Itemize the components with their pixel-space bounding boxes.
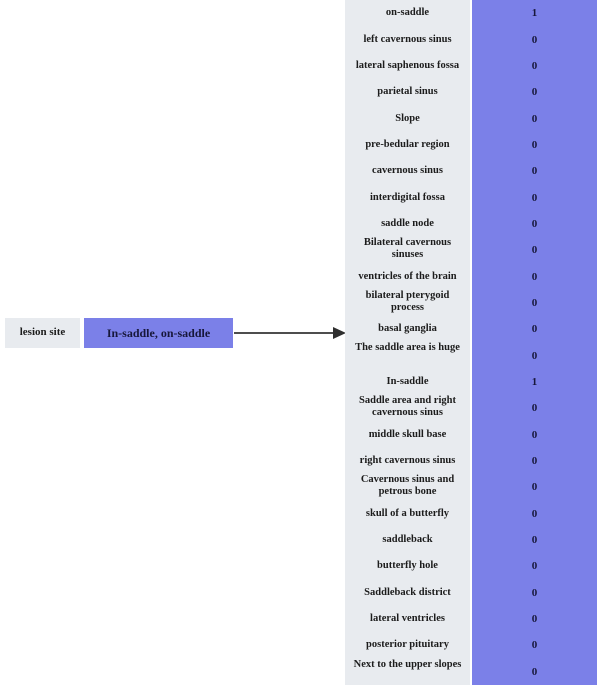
row-label: Saddle area and right cavernous sinus [345, 395, 470, 422]
row-label: Slope [345, 105, 470, 132]
row-value: 0 [472, 579, 597, 606]
row-value: 0 [472, 316, 597, 343]
row-value: 0 [472, 105, 597, 132]
row-label: lateral saphenous fossa [345, 52, 470, 80]
row-value: 0 [472, 210, 597, 238]
row-value: 0 [472, 79, 597, 106]
row-label: The saddle area is huge [345, 342, 470, 369]
row-label: saddle node [345, 210, 470, 238]
lesion-site-label: lesion site [5, 318, 80, 348]
row-value: 0 [472, 26, 597, 53]
row-label: basal ganglia [345, 316, 470, 343]
row-value: 1 [472, 368, 597, 396]
arrow-right-icon [234, 322, 346, 344]
row-label: Saddleback district [345, 579, 470, 606]
row-value: 1 [472, 0, 597, 27]
row-label: middle skull base [345, 421, 470, 448]
row-value: 0 [472, 289, 597, 317]
row-value: 0 [472, 605, 597, 633]
row-label: cavernous sinus [345, 158, 470, 185]
row-value: 0 [472, 184, 597, 211]
row-label: Next to the upper slopes [345, 658, 470, 685]
row-label: saddleback [345, 526, 470, 554]
row-label: Cavernous sinus and petrous bone [345, 474, 470, 501]
row-value: 0 [472, 52, 597, 80]
row-label: posterior pituitary [345, 632, 470, 659]
row-label: butterfly hole [345, 553, 470, 580]
row-value: 0 [472, 158, 597, 185]
row-value: 0 [472, 447, 597, 475]
row-label: left cavernous sinus [345, 26, 470, 53]
row-value: 0 [472, 658, 597, 685]
row-value: 0 [472, 237, 597, 264]
row-value: 0 [472, 131, 597, 159]
row-value: 0 [472, 553, 597, 580]
row-value: 0 [472, 263, 597, 290]
row-value: 0 [472, 632, 597, 659]
row-label: skull of a butterfly [345, 500, 470, 527]
row-label: right cavernous sinus [345, 447, 470, 475]
row-label: In-saddle [345, 368, 470, 396]
row-value: 0 [472, 342, 597, 369]
row-label: Bilateral cavernous sinuses [345, 237, 470, 264]
row-value: 0 [472, 526, 597, 554]
row-label: pre-bedular region [345, 131, 470, 159]
lesion-site-value: In-saddle, on-saddle [84, 318, 233, 348]
row-label: parietal sinus [345, 79, 470, 106]
row-value: 0 [472, 474, 597, 501]
source-node: lesion site In-saddle, on-saddle [5, 318, 233, 348]
row-value: 0 [472, 421, 597, 448]
row-value: 0 [472, 500, 597, 527]
row-label: on-saddle [345, 0, 470, 27]
row-value: 0 [472, 395, 597, 422]
row-label: ventricles of the brain [345, 263, 470, 290]
row-label: lateral ventricles [345, 605, 470, 633]
row-label: bilateral pterygoid process [345, 289, 470, 317]
row-label: interdigital fossa [345, 184, 470, 211]
